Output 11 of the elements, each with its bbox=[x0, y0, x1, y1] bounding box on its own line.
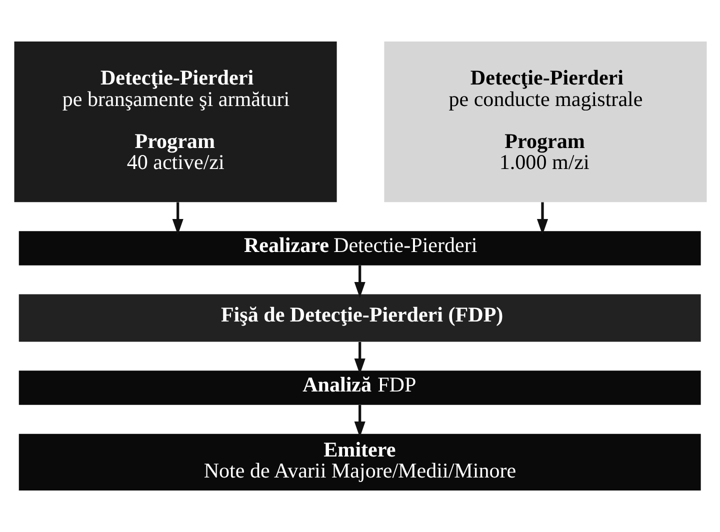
node-box: Emitere Note de Avarii Majore/Medii/Minore bbox=[18, 434, 700, 490]
arrow bbox=[354, 342, 365, 374]
arrow bbox=[172, 202, 183, 235]
node-box: Detecţie-Pierderi pe branşamente şi armături Program 40 active/zi bbox=[14, 42, 336, 202]
node-box: Analiză FDP bbox=[18, 370, 700, 405]
node-box: Detecţie-Pierderi pe conducte magistrale Program 1.000 m/zi bbox=[384, 42, 706, 202]
arrow bbox=[354, 265, 365, 298]
arrow bbox=[536, 202, 548, 235]
arrow bbox=[354, 405, 365, 438]
node-box: Realizare Detectie-Pierderi bbox=[18, 231, 700, 266]
node-box: Fişă de Detecţie-Pierderi (FDP) bbox=[18, 294, 700, 342]
